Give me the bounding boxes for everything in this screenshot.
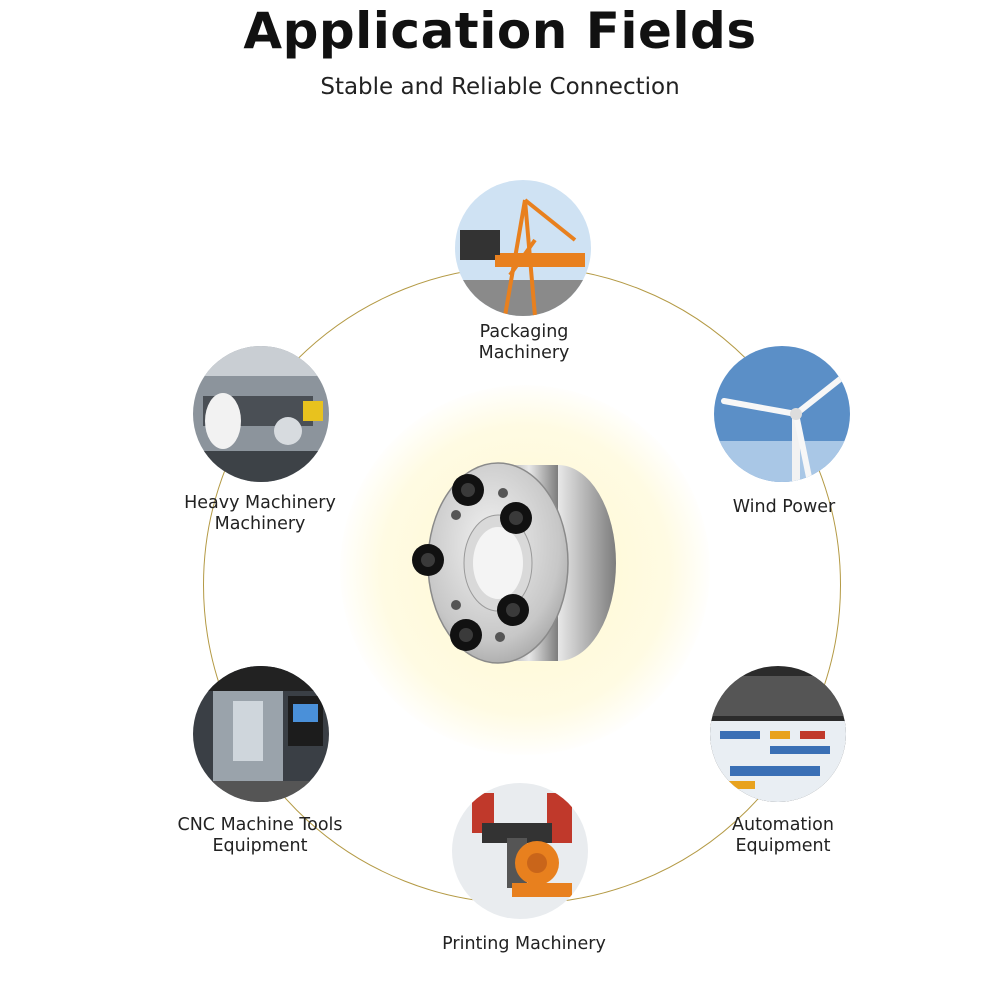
- field-label-wind: Wind Power: [732, 497, 836, 517]
- machinery-icon: [193, 346, 329, 482]
- field-image-packaging: [455, 180, 591, 316]
- page-subtitle: Stable and Reliable Connection: [320, 74, 680, 100]
- field-label-printing: Printing Machinery: [442, 934, 606, 954]
- cnc-machine-icon: [193, 666, 329, 802]
- locking-assembly-image: [408, 455, 628, 670]
- field-image-heavy: [193, 346, 329, 482]
- printer-icon: [710, 666, 846, 802]
- page-title: Application Fields: [243, 2, 757, 60]
- field-image-cnc: [193, 666, 329, 802]
- field-image-wind: [714, 346, 850, 482]
- wind-turbine-icon: [714, 346, 850, 482]
- crane-icon: [455, 180, 591, 316]
- robot-arm-icon: [452, 783, 588, 919]
- field-image-automation: [710, 666, 846, 802]
- field-image-printing: [452, 783, 588, 919]
